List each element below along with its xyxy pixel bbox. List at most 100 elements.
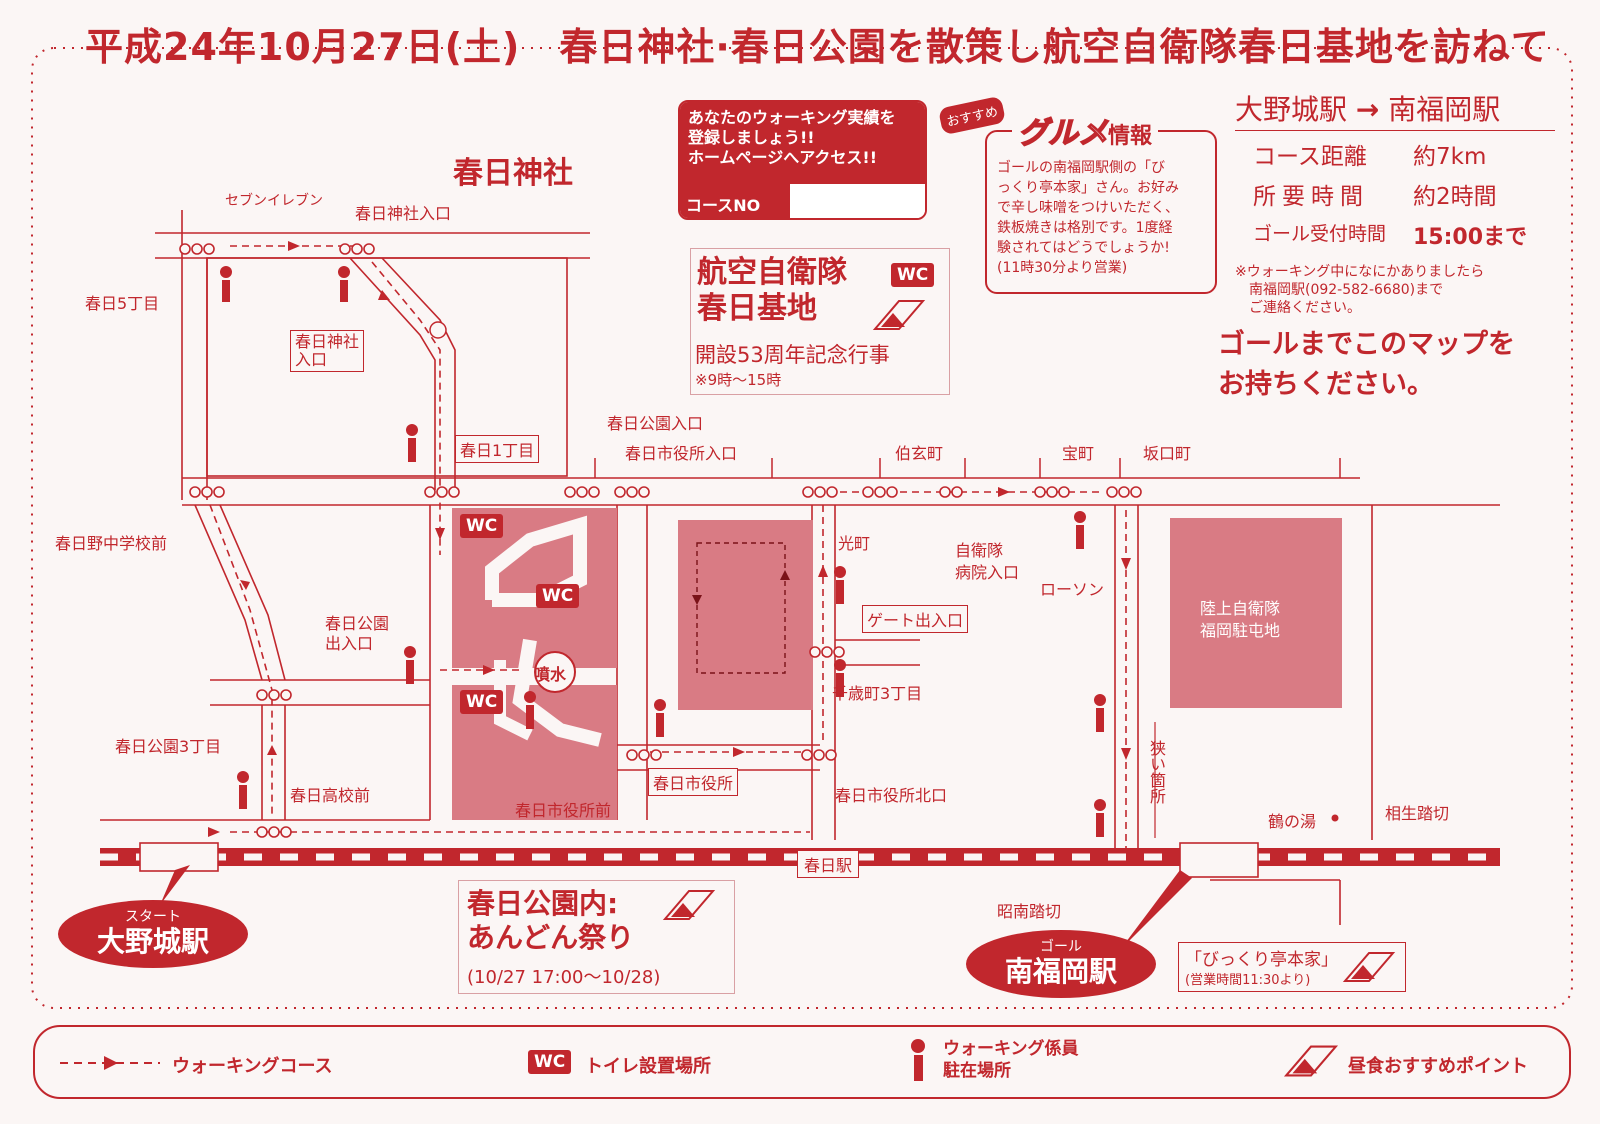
- route-arrow: →: [1355, 93, 1380, 126]
- lunch-icon: [662, 890, 716, 920]
- note-line: 南福岡駅(092-582-6680)まで: [1249, 282, 1444, 298]
- course-row: コース距離 約7km: [1235, 137, 1555, 171]
- route-line: 大野城駅 → 南福岡駅: [1235, 88, 1555, 131]
- label-line: 箇所: [1147, 772, 1166, 804]
- gourmet-title-a: グルメ: [1017, 115, 1109, 152]
- traffic-signals: [179, 243, 1142, 838]
- gourmet-tag: おすすめ: [937, 95, 1007, 136]
- label-line: 病院入口: [955, 563, 1020, 582]
- staff-icon: [1094, 799, 1106, 837]
- note-line: ご連絡ください。: [1249, 300, 1361, 316]
- wc-marker: WC: [460, 514, 504, 538]
- label-jsdf-hospital: 自衛隊 病院入口: [955, 540, 1019, 584]
- label-park3: 春日公園3丁目: [115, 737, 222, 756]
- label-sakaguchi: 坂口町: [1143, 444, 1192, 463]
- course-no-label: コースNO: [680, 184, 790, 218]
- notice-line: お持ちください。: [1218, 369, 1434, 400]
- park-event-box: 春日公園内: あんどん祭り (10/27 17:00～10/28): [458, 880, 735, 994]
- label-takara: 宝町: [1062, 444, 1095, 463]
- base-name-line: 春日基地: [697, 291, 817, 326]
- base-event-time: ※9時～15時: [695, 371, 782, 389]
- park-title-line: あんどん祭り: [467, 921, 635, 954]
- staff-icon: [338, 266, 350, 302]
- label-line: 陸上自衛隊: [1200, 599, 1281, 618]
- course-row: ゴール受付時間 15:00まで: [1235, 219, 1555, 251]
- roads: [100, 210, 1500, 925]
- base-wc: WC: [891, 263, 935, 287]
- staff-icon: [220, 266, 232, 302]
- route-from: 大野城駅: [1235, 93, 1348, 126]
- wc-marker: WC: [536, 584, 580, 608]
- label-shrine-entrance2: 春日神社 入口: [290, 330, 365, 372]
- base-name-line: 航空自衛隊: [697, 255, 847, 290]
- notice-line: ゴールまでこのマップを: [1218, 329, 1515, 360]
- goal-label: ゴール: [1040, 939, 1082, 955]
- base-event-box: 航空自衛隊 春日基地 WC 開設53周年記念行事 ※9時～15時: [690, 248, 950, 395]
- staff-icon: [524, 691, 536, 729]
- legend-staff: ウォーキング係員 駐在場所: [943, 1038, 1079, 1082]
- label-shrine-entrance: 春日神社入口: [355, 204, 452, 223]
- label-gsdf: 陸上自衛隊 福岡駐屯地: [1200, 598, 1280, 642]
- goal-pointer: [1120, 870, 1192, 950]
- label-aioi: 相生踏切: [1385, 804, 1450, 823]
- gourmet-line: っくり亭本家」さん。お好み: [997, 180, 1179, 196]
- gourmet-title: グルメ情報: [1012, 108, 1159, 152]
- label-cityhall-front: 春日市役所前: [515, 801, 612, 820]
- staff-icon: [654, 699, 666, 737]
- base-event-name: 開設53周年記念行事: [695, 343, 890, 367]
- start-name: 大野城駅: [96, 925, 209, 958]
- label-park-entrance: 春日公園入口: [607, 414, 704, 433]
- gourmet-box: ゴールの南福岡駅側の「び っくり亭本家」さん。お好み で辛し味噌をつけいただく、…: [985, 130, 1217, 294]
- label-gate: ゲート出入口: [862, 605, 969, 633]
- lunch-icon: [1342, 952, 1396, 982]
- label-line: 春日公園: [325, 614, 390, 633]
- register-line: 登録しましょう!!: [688, 128, 815, 147]
- bikkuri-hours: (営業時間11:30より): [1185, 973, 1311, 988]
- start-pointer: [160, 865, 190, 905]
- fountain-icon: [534, 651, 576, 693]
- register-text: あなたのウォーキング実績を 登録しましょう!! ホームページへアクセス!!: [680, 102, 925, 184]
- course-row-value: 約7km: [1413, 144, 1487, 170]
- staff-markers: [220, 266, 1106, 837]
- park-title-line: 春日公園内:: [467, 887, 619, 920]
- route-to: 南福岡駅: [1388, 93, 1501, 126]
- page-title: 平成24年10月27日(土) 春日神社·春日公園を散策し航空自衛隊春日基地を訪ね…: [85, 25, 1550, 69]
- course-no-field[interactable]: [790, 184, 925, 218]
- label-line: 狭い: [1147, 740, 1166, 772]
- gsdf-area: [1170, 518, 1342, 708]
- gourmet-line: 鉄板焼きは格別です。1度経: [997, 220, 1173, 236]
- legend-box: [33, 1025, 1571, 1099]
- label-kasuga-hs: 春日高校前: [290, 786, 371, 805]
- label-fountain: 噴水: [534, 665, 567, 684]
- label-shonan: 昭南踏切: [997, 902, 1062, 921]
- legend-lunch-icon: [1283, 1045, 1339, 1077]
- road-ticks: [594, 458, 1341, 478]
- label-line: 福岡駐屯地: [1200, 621, 1281, 640]
- label-hakugen: 伯玄町: [895, 444, 944, 463]
- label-narrow: 狭い箇所: [1146, 740, 1166, 804]
- label-cityhall: 春日市役所: [648, 768, 739, 796]
- asdf-base-area: [678, 520, 813, 710]
- gourmet-title-b: 情報: [1108, 124, 1153, 149]
- course-row-label: コース距離: [1253, 144, 1367, 170]
- tsurunoyu-dot: [1331, 814, 1339, 822]
- course-note: ※ウォーキング中になにかありましたら 南福岡駅(092-582-6680)まで …: [1235, 263, 1555, 317]
- label-kasuga5: 春日5丁目: [85, 294, 160, 313]
- course-info: 大野城駅 → 南福岡駅 コース距離 約7km 所要時間 約2時間 ゴール受付時間…: [1235, 88, 1555, 317]
- legend-staff-line: 駐在場所: [943, 1061, 1011, 1081]
- park-event-dates: (10/27 17:00～10/28): [467, 967, 661, 988]
- course-row-label: ゴール受付時間: [1253, 223, 1387, 245]
- register-line: あなたのウォーキング実績を: [688, 108, 896, 127]
- start-station: スタート 大野城駅: [58, 900, 248, 968]
- label-line: 自衛隊: [955, 541, 1004, 560]
- goal-station: ゴール 南福岡駅: [966, 930, 1156, 998]
- gourmet-line: で辛し味噌をつけいただく、: [997, 200, 1179, 216]
- legend-course: ウォーキングコース: [172, 1056, 333, 1077]
- bikkuri-name: 「びっくり亭本家」: [1185, 950, 1338, 970]
- bring-map-notice: ゴールまでこのマップを お持ちください。: [1218, 325, 1515, 405]
- course-arrows: [208, 241, 1131, 837]
- start-label: スタート: [125, 909, 181, 925]
- label-line: 春日神社: [295, 332, 360, 351]
- legend-staff-line: ウォーキング係員: [943, 1039, 1079, 1059]
- shrine-icon: [429, 321, 447, 339]
